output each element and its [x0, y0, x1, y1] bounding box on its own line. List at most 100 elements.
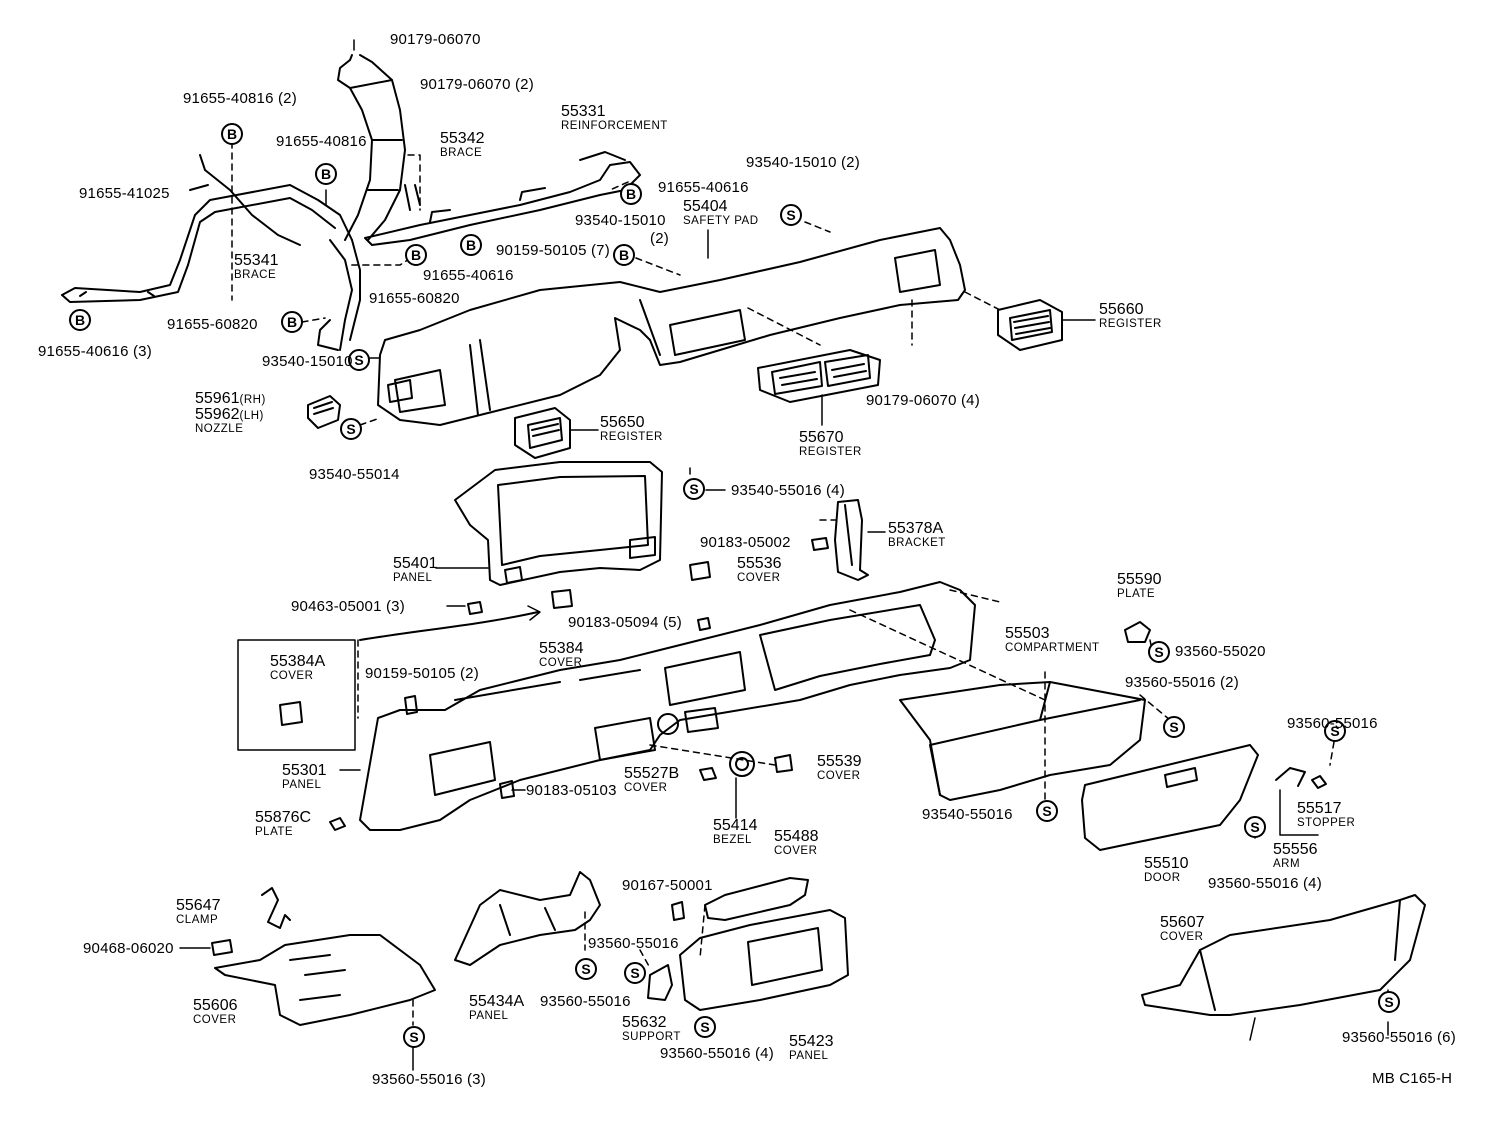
fastener-label: 90463-05001 (3)	[291, 598, 405, 615]
symbol-s: S	[1324, 720, 1346, 742]
fastener-label: 93560-55016 (4)	[660, 1045, 774, 1062]
fastener-label: 90179-06070 (4)	[866, 392, 980, 409]
part-name: BRACE	[234, 269, 277, 281]
safety-pad-55404-shape	[377, 227, 966, 426]
part-label-55536: 55536 COVER	[737, 556, 782, 585]
part-number: 55961	[195, 390, 240, 407]
part-label-55876c: 55876C PLATE	[255, 810, 311, 839]
part-name: COVER	[774, 845, 818, 857]
symbol-b: B	[69, 309, 91, 331]
small-parts-shape	[211, 537, 1327, 956]
bracket-55378a-shape	[834, 499, 869, 581]
part-label-55341: 55341 BRACE	[234, 253, 279, 282]
cover-55607-shape	[1141, 894, 1426, 1016]
part-number: 55414	[713, 817, 758, 834]
symbol-s: S	[575, 958, 597, 980]
part-label-55434a: 55434A PANEL	[469, 994, 524, 1023]
fastener-label: 91655-60820	[167, 316, 258, 333]
part-label-55527b: 55527B COVER	[624, 766, 679, 795]
part-label-55632: 55632 SUPPORT	[622, 1015, 681, 1044]
symbol-b: B	[613, 244, 635, 266]
part-name: COMPARTMENT	[1005, 642, 1100, 654]
part-label-55556: 55556 ARM	[1273, 842, 1318, 871]
reinforcement-55331-shape	[364, 151, 641, 246]
fastener-label: 90183-05002	[700, 534, 791, 551]
symbol-s: S	[694, 1016, 716, 1038]
part-name: PLATE	[1117, 588, 1156, 600]
part-name: COVER	[737, 572, 781, 584]
part-label-55378a: 55378A BRACKET	[888, 521, 946, 550]
fastener-label: 93540-55016	[922, 806, 1013, 823]
fastener-label: 91655-40616	[658, 179, 749, 196]
part-label-55331: 55331 REINFORCEMENT	[561, 104, 668, 133]
part-label-55404: 55404 SAFETY PAD	[683, 199, 759, 228]
part-number: 55423	[789, 1033, 834, 1050]
symbol-b: B	[221, 123, 243, 145]
brace-55341-shape	[61, 154, 353, 303]
part-name: COVER	[270, 670, 314, 682]
part-name: PANEL	[393, 572, 433, 584]
part-label-55647: 55647 CLAMP	[176, 898, 221, 927]
part-label-55488: 55488 COVER	[774, 829, 819, 858]
diagram-code: MB C165-H	[1372, 1070, 1453, 1087]
part-number: 55876C	[255, 809, 312, 826]
register-55650-shape	[514, 407, 571, 459]
part-number: 55660	[1099, 301, 1144, 318]
part-number: 55341	[234, 252, 279, 269]
part-name: COVER	[193, 1014, 237, 1026]
part-label-55414: 55414 BEZEL	[713, 818, 758, 847]
part-number: 55590	[1117, 571, 1162, 588]
fastener-label: 91655-60820	[369, 290, 460, 307]
part-number: 55647	[176, 897, 221, 914]
fastener-label: (2)	[650, 230, 669, 247]
part-name: ARM	[1273, 858, 1301, 870]
part-name: PLATE	[255, 826, 294, 838]
part-number: 55517	[1297, 800, 1342, 817]
symbol-b: B	[405, 244, 427, 266]
fastener-label: 91655-40616 (3)	[38, 343, 152, 360]
part-number: 55670	[799, 429, 844, 446]
part-number: 55632	[622, 1014, 667, 1031]
part-label-55606: 55606 COVER	[193, 998, 238, 1027]
part-label-55650: 55650 REGISTER	[600, 415, 663, 444]
fastener-label: 93540-15010 (2)	[746, 154, 860, 171]
part-number: 55404	[683, 198, 728, 215]
part-name: PANEL	[469, 1010, 509, 1022]
symbol-s: S	[340, 418, 362, 440]
fastener-label: 90468-06020	[83, 940, 174, 957]
part-label-55961-55962: 55961(RH) 55962(LH) NOZZLE	[195, 391, 266, 436]
part-number: 55401	[393, 555, 438, 572]
symbol-s: S	[624, 962, 646, 984]
part-name: REGISTER	[799, 446, 862, 458]
part-label-55607: 55607 COVER	[1160, 915, 1205, 944]
part-name: BRACE	[440, 147, 483, 159]
part-name: COVER	[817, 770, 861, 782]
leader-lines	[179, 39, 1389, 1071]
part-label-55539: 55539 COVER	[817, 754, 862, 783]
symbol-s: S	[403, 1026, 425, 1048]
part-name: COVER	[624, 782, 668, 794]
part-number: 55527B	[624, 765, 680, 782]
symbol-s: S	[1163, 716, 1185, 738]
symbol-s: S	[1148, 641, 1170, 663]
fastener-label: 93540-15010	[575, 212, 666, 229]
part-name: REINFORCEMENT	[561, 120, 668, 132]
support-55632-shape	[647, 964, 673, 1001]
part-name: DOOR	[1144, 872, 1181, 884]
part-label-55590: 55590 PLATE	[1117, 572, 1162, 601]
fastener-label: 90179-06070	[390, 31, 481, 48]
fastener-label: 93560-55016 (3)	[372, 1071, 486, 1088]
part-name: COVER	[1160, 931, 1204, 943]
panel-55434a-shape	[454, 871, 601, 966]
symbol-s: S	[780, 204, 802, 226]
part-number: 55488	[774, 828, 819, 845]
compartment-55503-shape	[899, 681, 1146, 801]
part-label-55660: 55660 REGISTER	[1099, 302, 1162, 331]
part-name: CLAMP	[176, 914, 219, 926]
part-number: 55503	[1005, 625, 1050, 642]
symbol-s: S	[683, 478, 705, 500]
part-label-55384a: 55384A COVER	[270, 654, 325, 683]
part-name: BEZEL	[713, 834, 752, 846]
symbol-b: B	[315, 163, 337, 185]
part-number: 55331	[561, 103, 606, 120]
